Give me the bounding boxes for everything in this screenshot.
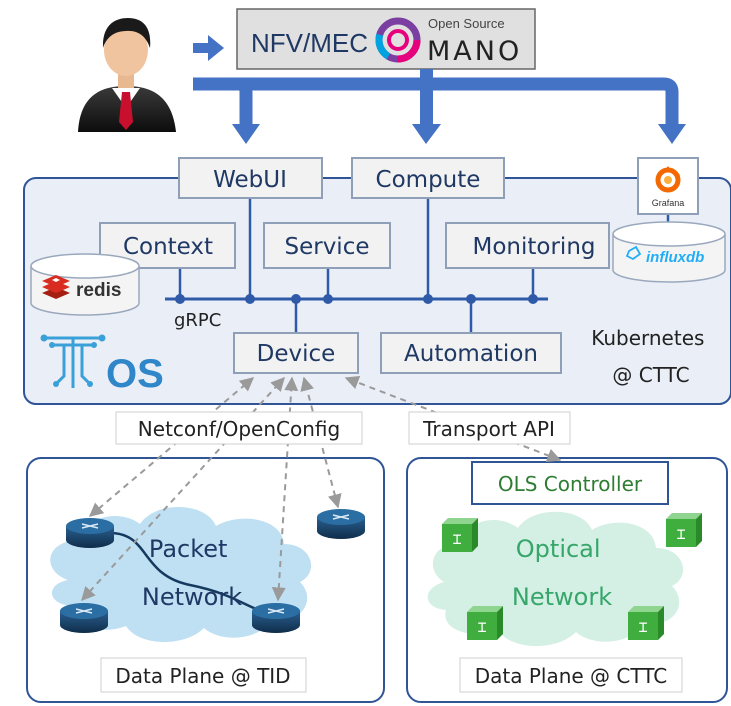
- mano-to-compute-arrow: [412, 69, 441, 144]
- netconf-label: Netconf/OpenConfig: [115, 411, 363, 445]
- router-icon: [60, 603, 108, 633]
- user-access-arrows: [193, 77, 686, 144]
- osm-logo-icon: [375, 17, 421, 63]
- grafana-icon: [655, 166, 681, 193]
- svg-text:⌶: ⌶: [676, 525, 685, 543]
- optical-switch-icon: ⌶: [666, 513, 702, 547]
- svg-text:Transport API: Transport API: [422, 417, 555, 441]
- router-icon: [252, 603, 300, 633]
- svg-text:Monitoring: Monitoring: [473, 234, 596, 260]
- svg-text:Data Plane @ CTTC: Data Plane @ CTTC: [475, 664, 668, 688]
- redis-label: redis: [76, 280, 121, 301]
- teraflow-logo-text: OS: [106, 352, 164, 396]
- optical-network-label: Optical Network: [512, 535, 612, 611]
- dataplane-cttc-label: Data Plane @ CTTC: [459, 657, 683, 693]
- svg-text:⌶: ⌶: [452, 530, 461, 548]
- svg-text:Data Plane @ TID: Data Plane @ TID: [115, 664, 290, 688]
- grpc-bus: [165, 294, 548, 304]
- module-webui: WebUI: [178, 157, 323, 199]
- module-monitoring: Monitoring: [445, 222, 610, 269]
- transport-api-label: Transport API: [408, 411, 571, 445]
- module-service: Service: [263, 222, 391, 269]
- grafana-label: Grafana: [652, 198, 685, 208]
- svg-text:Service: Service: [284, 234, 369, 260]
- grafana-box: Grafana: [637, 157, 699, 215]
- svg-text:Netconf/OpenConfig: Netconf/OpenConfig: [138, 417, 340, 441]
- svg-text:Context: Context: [123, 234, 213, 260]
- module-device: Device: [233, 332, 359, 374]
- svg-text:⌶: ⌶: [477, 618, 486, 636]
- svg-text:Device: Device: [257, 341, 336, 367]
- optical-switch-icon: ⌶: [467, 606, 503, 640]
- optical-switch-icon: ⌶: [628, 606, 664, 640]
- router-icon: [317, 509, 365, 539]
- kubernetes-label: Kubernetes @ CTTC: [591, 326, 711, 387]
- svg-text:⌶: ⌶: [638, 618, 647, 636]
- router-icon: [66, 518, 114, 548]
- mano-open-source: Open Source: [428, 16, 505, 31]
- user-to-mano-arrow: [193, 35, 224, 61]
- influxdb-label: influxdb: [646, 249, 704, 266]
- mano-prefix: NFV/MEC: [251, 28, 368, 58]
- redis-db: redis: [30, 253, 140, 316]
- svg-text:Automation: Automation: [404, 341, 538, 367]
- mano-title: MANO: [427, 36, 522, 67]
- ols-controller-box: OLS Controller: [471, 461, 669, 505]
- influxdb-db: influxdb: [612, 221, 726, 283]
- module-automation: Automation: [380, 332, 562, 374]
- module-compute: Compute: [351, 157, 505, 199]
- optical-switch-icon: ⌶: [442, 518, 478, 552]
- svg-text:Compute: Compute: [376, 167, 481, 193]
- redis-icon: [42, 275, 70, 299]
- grpc-label: gRPC: [174, 310, 221, 331]
- svg-text:OLS Controller: OLS Controller: [498, 472, 643, 496]
- influxdb-icon: [625, 245, 642, 261]
- dataplane-tid-label: Data Plane @ TID: [100, 657, 307, 693]
- user-icon: [78, 18, 176, 132]
- svg-text:WebUI: WebUI: [213, 167, 287, 193]
- mano-box: NFV/MEC Open Source MANO: [236, 8, 536, 70]
